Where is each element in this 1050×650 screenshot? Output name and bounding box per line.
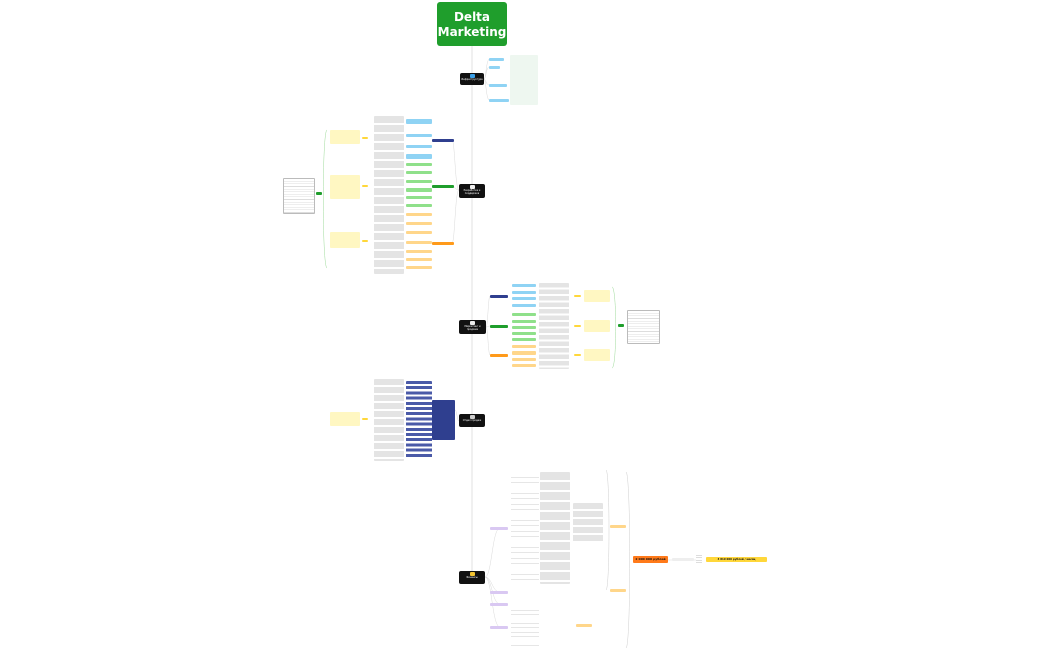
mkt-orange-pill-4[interactable] [512, 364, 536, 367]
document-icon-2 [470, 321, 475, 325]
fin-descriptions-column [540, 472, 570, 584]
mkt-group-green[interactable] [490, 325, 508, 328]
sales-note [330, 412, 360, 426]
section-finance-node[interactable]: Финансы [459, 571, 485, 584]
dev-orange-pill-2[interactable] [406, 222, 432, 225]
dev-orange-pill-6[interactable] [406, 258, 432, 261]
sales-tag [362, 418, 368, 420]
mkt-summary-tag [618, 324, 624, 327]
dev-summary-note [283, 178, 315, 214]
dev-green-pill-3[interactable] [406, 180, 432, 183]
fin-group-1[interactable] [490, 527, 508, 530]
dev-orange-pill-5[interactable] [406, 250, 432, 253]
mkt-orange-pill-3[interactable] [512, 358, 536, 361]
dev-blue-pill-1[interactable] [406, 119, 432, 124]
mkt-blue-pill-2[interactable] [512, 291, 536, 294]
section-infrastructure-label: Инфраструктура [461, 78, 483, 81]
dev-group-orange[interactable] [432, 242, 454, 245]
mkt-green-pill-4[interactable] [512, 332, 536, 335]
mkt-blue-pill-3[interactable] [512, 297, 536, 300]
mkt-group-blue[interactable] [490, 295, 508, 298]
title-line-2: Marketing [437, 25, 507, 39]
section-sales-label: Отдел продаж [462, 419, 482, 422]
infra-item-4[interactable] [489, 99, 509, 102]
mkt-descriptions-column [539, 283, 569, 369]
infra-details-block [510, 55, 538, 105]
mkt-green-pill-3[interactable] [512, 326, 536, 329]
sales-pills-column[interactable] [406, 381, 432, 459]
infra-item-3[interactable] [489, 84, 507, 87]
section-marketing-node[interactable]: Маркетинг и продажи [459, 320, 486, 334]
section-sales-node[interactable]: Отдел продаж [459, 414, 485, 427]
dev-note-2 [330, 175, 360, 199]
dev-orange-pill-1[interactable] [406, 213, 432, 216]
fin-extra-labels [511, 606, 539, 648]
coins-icon [469, 572, 475, 576]
fin-group-4[interactable] [490, 626, 508, 629]
total-breakdown-lines [696, 553, 702, 565]
dev-note-1 [330, 130, 360, 144]
dev-green-pill-5[interactable] [406, 196, 432, 199]
dev-tag-2 [362, 185, 368, 187]
dev-green-pill-6[interactable] [406, 204, 432, 207]
sales-descriptions-column [374, 379, 404, 461]
dev-orange-pill-7[interactable] [406, 266, 432, 269]
mkt-tag-3 [574, 354, 581, 356]
dev-tag-3 [362, 240, 368, 242]
fin-group-3[interactable] [490, 603, 508, 606]
mkt-green-pill-1[interactable] [512, 313, 536, 316]
title-line-1: Delta [453, 10, 491, 24]
mkt-green-pill-5[interactable] [512, 338, 536, 341]
total-connector-label [672, 558, 694, 561]
mkt-orange-pill-1[interactable] [512, 345, 536, 348]
mkt-group-orange[interactable] [490, 354, 508, 357]
dev-orange-pill-4[interactable] [406, 241, 432, 244]
dev-green-pill-4[interactable] [406, 188, 432, 192]
fin-sum-tag-3 [576, 624, 592, 627]
mkt-blue-pill-4[interactable] [512, 304, 536, 307]
dev-note-3 [330, 232, 360, 248]
dev-summary-tag [316, 192, 322, 195]
people-icon [469, 415, 475, 419]
mkt-summary-note [627, 310, 660, 344]
monitor-icon [469, 74, 475, 78]
diagram-title-box[interactable]: Delta Marketing [437, 2, 507, 46]
dev-blue-pill-3[interactable] [406, 145, 432, 148]
section-infrastructure-node[interactable]: Инфраструктура [460, 73, 484, 85]
infra-item-1[interactable] [489, 58, 504, 61]
section-development-node[interactable]: Разработка и поддержка [459, 184, 485, 198]
fin-group-2[interactable] [490, 591, 508, 594]
mkt-tag-1 [574, 295, 581, 297]
fin-subdescriptions-column [573, 503, 603, 543]
fin-sum-tag-2 [610, 589, 626, 592]
section-development-label: Разработка и поддержка [463, 189, 481, 195]
dev-green-pill-1[interactable] [406, 163, 432, 166]
section-finance-label: Финансы [466, 576, 478, 579]
monthly-total-box[interactable]: 3 819 000 рублей / месяц [706, 557, 767, 562]
mkt-blue-pill-1[interactable] [512, 284, 536, 287]
dev-orange-pill-3[interactable] [406, 231, 432, 234]
dev-tag-1 [362, 137, 368, 139]
sales-main-block[interactable] [432, 400, 455, 440]
infra-item-2[interactable] [489, 66, 500, 69]
dev-green-pill-2[interactable] [406, 171, 432, 174]
dev-descriptions-column [374, 116, 404, 274]
dev-group-green[interactable] [432, 185, 454, 188]
document-icon [469, 185, 475, 189]
mkt-note-1 [584, 290, 610, 302]
mkt-orange-pill-2[interactable] [512, 351, 536, 355]
section-marketing-label: Маркетинг и продажи [464, 325, 481, 331]
mkt-tag-2 [574, 325, 581, 327]
fin-labels-column [511, 472, 539, 584]
dev-blue-pill-2[interactable] [406, 134, 432, 137]
mkt-note-2 [584, 320, 610, 332]
dev-blue-pill-4[interactable] [406, 154, 432, 159]
mkt-note-3 [584, 349, 610, 361]
fin-sum-tag-1 [610, 525, 626, 528]
main-total-box[interactable]: 2 000 000 рублей [633, 556, 668, 563]
dev-group-blue[interactable] [432, 139, 454, 142]
mkt-green-pill-2[interactable] [512, 320, 536, 323]
